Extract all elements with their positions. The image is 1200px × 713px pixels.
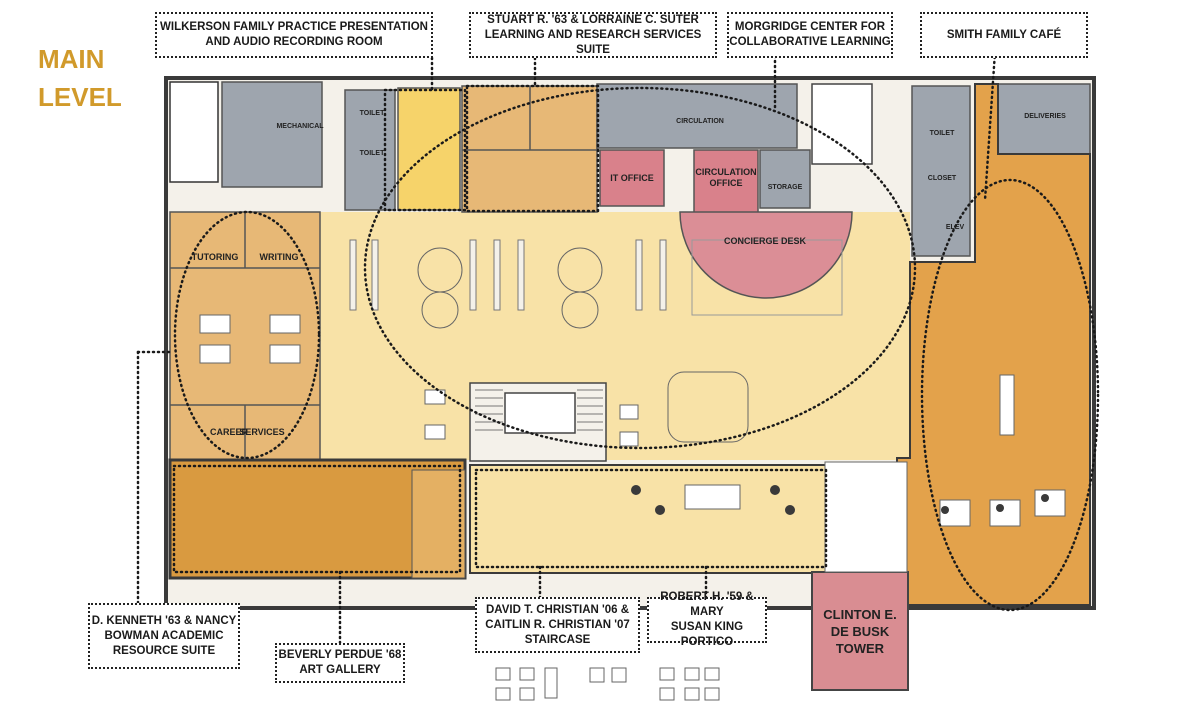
zone-portico-rect: [474, 468, 828, 569]
room-label-writing: WRITING: [260, 252, 299, 262]
callout-bowman-line3: RESOURCE SUITE: [112, 644, 216, 657]
concierge-desk-area: [679, 211, 853, 299]
room-label-circulation-office-1: CIRCULATION: [695, 167, 756, 177]
zone-academic-ellipse: [173, 210, 321, 460]
callout-morgridge-line2: COLLABORATIVE LEARNING: [729, 36, 891, 48]
level-title-line2: LEVEL: [38, 82, 122, 112]
concierge-zone: [691, 239, 843, 316]
stair-top-left: [169, 81, 219, 183]
callout-perdue-line2: ART GALLERY: [299, 664, 381, 676]
callout-suter-line2: LEARNING AND RESEARCH SERVICES SUITE: [484, 28, 702, 56]
room-label-career: CAREER: [210, 427, 249, 437]
tower-label-1: CLINTON E.: [823, 607, 896, 622]
callout-bowman-line2: BOWMAN ACADEMIC: [104, 629, 224, 642]
service-block-right: [911, 85, 971, 257]
callout-king-line2: SUSAN KING PORTICO: [670, 621, 744, 648]
recording-room: [397, 87, 461, 211]
portico-area: [469, 464, 831, 574]
level-title: MAIN LEVEL: [38, 40, 122, 116]
tower-label-2: DE BUSK: [831, 624, 890, 639]
callout-suter-line1: STUART R. '63 & LORRAINE C. SUTER: [487, 13, 699, 26]
callout-suter: STUART R. '63 & LORRAINE C. SUTER LEARNI…: [469, 12, 717, 58]
it-office: [599, 149, 665, 207]
callout-christian-line1: DAVID T. CHRISTIAN '06 &: [485, 603, 630, 616]
callout-christian-line3: STAIRCASE: [524, 633, 591, 646]
stair-top: [811, 83, 873, 165]
level-title-line1: MAIN: [38, 44, 105, 74]
toilet-block-left: [344, 89, 396, 211]
room-label-services: SERVICES: [239, 427, 284, 437]
room-label-tutoring: TUTORING: [192, 252, 239, 262]
room-label-circulation-office-2: OFFICE: [710, 178, 743, 188]
callout-bowman: D. KENNETH '63 & NANCY BOWMAN ACADEMIC R…: [88, 603, 240, 669]
callout-smith: SMITH FAMILY CAFÉ: [920, 12, 1088, 58]
room-label-toilet-3: TOILET: [930, 130, 955, 137]
callout-wilkerson: WILKERSON FAMILY PRACTICE PRESENTATION A…: [155, 12, 433, 58]
callout-king-line1: ROBERT H. '59 & MARY: [660, 591, 754, 618]
book-stacks: [349, 239, 667, 311]
zone-recording-rect: [383, 88, 467, 212]
callout-bowman-line1: D. KENNETH '63 & NANCY: [91, 614, 237, 627]
deliveries-room: [997, 83, 1091, 155]
room-label-concierge: CONCIERGE DESK: [724, 236, 807, 246]
tower-label-3: TOWER: [836, 641, 885, 656]
mechanical-room: [221, 81, 323, 188]
circulation-office: [693, 149, 759, 215]
zone-cafe-ellipse: [920, 178, 1100, 612]
room-label-storage: STORAGE: [768, 184, 803, 191]
callout-king: ROBERT H. '59 & MARY SUSAN KING PORTICO: [647, 591, 767, 648]
callout-wilkerson-line1: WILKERSON FAMILY PRACTICE PRESENTATION: [160, 21, 428, 33]
room-label-circulation: CIRCULATION: [676, 118, 724, 125]
callout-wilkerson-line2: AND AUDIO RECORDING ROOM: [205, 36, 383, 48]
callout-christian-line2: CAITLIN R. CHRISTIAN '07: [485, 618, 630, 631]
room-label-deliveries: DELIVERIES: [1024, 113, 1066, 120]
room-label-it-office: IT OFFICE: [610, 173, 654, 183]
room-label-mechanical: MECHANICAL: [276, 123, 324, 130]
room-label-toilet-2: TOILET: [360, 150, 385, 157]
room-label-closet: CLOSET: [928, 175, 957, 182]
zone-collab-ellipse: [363, 86, 917, 450]
gallery-annex: [411, 469, 466, 579]
callout-smith-line1: SMITH FAMILY CAFÉ: [946, 28, 1062, 41]
zone-suter-rect: [465, 84, 600, 213]
storage-room: [759, 149, 811, 209]
callout-perdue: BEVERLY PERDUE '68 ART GALLERY: [275, 643, 405, 683]
callout-morgridge: MORGRIDGE CENTER FOR COLLABORATIVE LEARN…: [727, 12, 893, 58]
circulation-area: [596, 83, 798, 149]
room-label-toilet-1: TOILET: [360, 110, 385, 117]
room-label-elev: ELEV: [946, 224, 965, 231]
callout-morgridge-line1: MORGRIDGE CENTER FOR: [734, 21, 886, 33]
callout-christian: DAVID T. CHRISTIAN '06 & CAITLIN R. CHRI…: [475, 597, 640, 653]
zone-gallery-rect: [172, 464, 462, 574]
callout-perdue-line1: BEVERLY PERDUE '68: [278, 649, 402, 661]
